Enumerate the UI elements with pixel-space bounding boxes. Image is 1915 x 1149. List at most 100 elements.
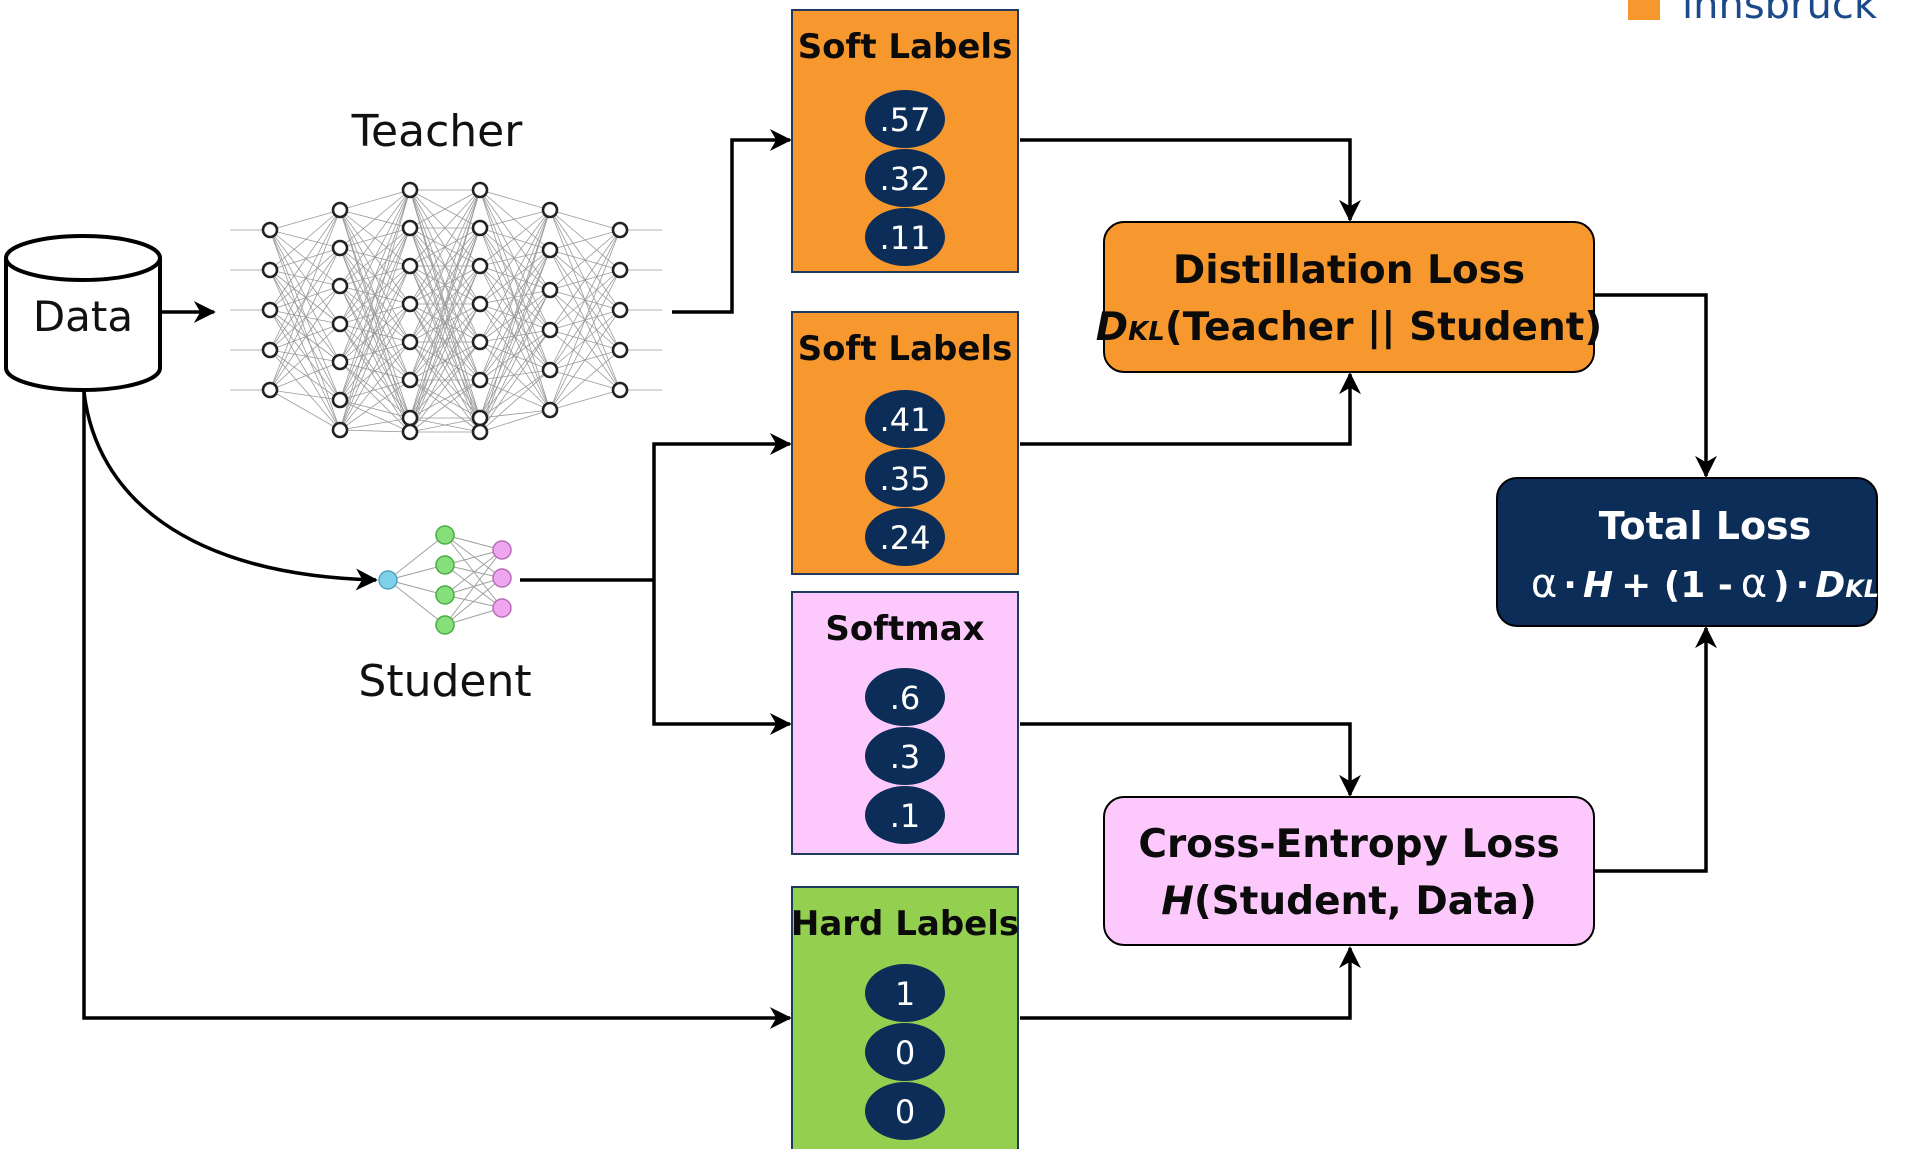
teacher-edge [339, 189, 411, 325]
value-pill [865, 1082, 945, 1140]
teacher-neuron [611, 221, 629, 239]
teacher-soft-label-values: .57.32.11 [865, 90, 945, 266]
student-edge [387, 564, 446, 581]
value-pill [865, 390, 945, 448]
teacher-edge [339, 265, 411, 401]
university-logo: innsbruck [1628, 0, 1878, 28]
total-subscript: KL [1845, 575, 1879, 603]
teacher-edge [339, 227, 411, 431]
value-pill-label: .11 [880, 219, 931, 257]
teacher-edge [479, 329, 551, 343]
data-cylinder: Data [4, 234, 162, 392]
distillation-loss-formula: DKL(Teacher || Student) [1096, 305, 1602, 350]
hard-labels-box: Hard Labels 100 [791, 886, 1019, 1149]
student-edge [444, 577, 503, 596]
student-network [378, 525, 512, 635]
teacher-edge [269, 229, 341, 401]
value-pill-label: .6 [890, 679, 921, 717]
teacher-neuron [471, 371, 489, 389]
arrow-cross-entropy-to-total [1595, 626, 1717, 873]
arrow-teacher-to-soft-labels [672, 129, 792, 314]
teacher-edge [339, 227, 411, 401]
total-loss-formula: α·H+ (1 -α)·DKL [1531, 561, 1879, 607]
teacher-network [230, 181, 662, 441]
teacher-neuron [401, 295, 419, 313]
teacher-edge [339, 189, 411, 287]
teacher-edge [269, 389, 341, 401]
teacher-edge [549, 209, 621, 231]
distillation-symbol: D [1096, 305, 1128, 350]
teacher-neuron [261, 341, 279, 359]
student-hidden-neuron [435, 525, 455, 545]
teacher-edge [479, 369, 551, 419]
value-pill-label: 0 [895, 1093, 915, 1131]
teacher-edge [479, 265, 551, 371]
hard-label-values: 100 [865, 964, 945, 1140]
teacher-edge [269, 229, 341, 325]
arrow-hard-to-cross-entropy [1020, 946, 1361, 1020]
teacher-edge [339, 189, 411, 431]
data-label: Data [33, 292, 133, 341]
student-edge [444, 534, 503, 579]
teacher-edge [479, 209, 551, 433]
teacher-edge [409, 189, 481, 419]
total-loss-rect [1496, 477, 1878, 627]
total-h: H [1583, 565, 1613, 606]
teacher-neuron [331, 277, 349, 295]
teacher-edge [549, 309, 621, 411]
teacher-edge [479, 303, 551, 371]
teacher-edge [479, 303, 551, 411]
teacher-edge [409, 417, 481, 433]
teacher-neuron [401, 371, 419, 389]
student-edge [444, 549, 503, 626]
cross-entropy-loss-formula: H(Student, Data) [1161, 879, 1537, 924]
teacher-neuron [471, 423, 489, 441]
teacher-neuron [611, 341, 629, 359]
student-edge [387, 579, 446, 626]
teacher-edge [269, 349, 341, 431]
teacher-edge [269, 349, 341, 363]
teacher-edge [479, 189, 551, 371]
total-loss-box: Total Loss α·H+ (1 -α)·DKL [1496, 477, 1879, 627]
teacher-edge [479, 289, 551, 419]
teacher-edge [479, 303, 551, 331]
teacher-edge [269, 349, 341, 401]
teacher-edge [479, 329, 551, 433]
teacher-edge [339, 303, 411, 431]
teacher-neuron [261, 221, 279, 239]
teacher-edge [269, 247, 341, 391]
softmax-values: .6.3.1 [865, 668, 945, 844]
teacher-neuron [331, 391, 349, 409]
teacher-neuron [331, 421, 349, 439]
teacher-edge [339, 285, 411, 433]
value-pill [865, 786, 945, 844]
student-soft-labels-box: Soft Labels .41.35.24 [791, 311, 1019, 575]
teacher-edge [409, 379, 481, 433]
softmax-box: Softmax .6.3.1 [791, 591, 1019, 855]
softmax-title: Softmax [825, 609, 984, 649]
teacher-edge [479, 227, 551, 251]
teacher-edge [479, 209, 551, 305]
teacher-edge [549, 229, 621, 371]
teacher-edge [549, 229, 621, 291]
teacher-neuron [331, 353, 349, 371]
teacher-neuron [401, 423, 419, 441]
teacher-edge [269, 285, 341, 391]
teacher-edge [339, 417, 411, 431]
total-alpha-1: α [1531, 561, 1557, 607]
cross-entropy-args: (Student, Data) [1194, 879, 1537, 924]
teacher-edge [269, 229, 341, 431]
distillation-loss-title: Distillation Loss [1173, 248, 1525, 293]
teacher-edge [339, 323, 411, 433]
student-soft-label-values: .41.35.24 [865, 390, 945, 566]
teacher-edge [269, 209, 341, 391]
teacher-edge [269, 269, 341, 325]
teacher-edge [479, 249, 551, 419]
teacher-neuron [541, 401, 559, 419]
value-pill [865, 1023, 945, 1081]
teacher-neuron [541, 361, 559, 379]
teacher-edge [409, 189, 481, 343]
teacher-edge [269, 389, 341, 431]
